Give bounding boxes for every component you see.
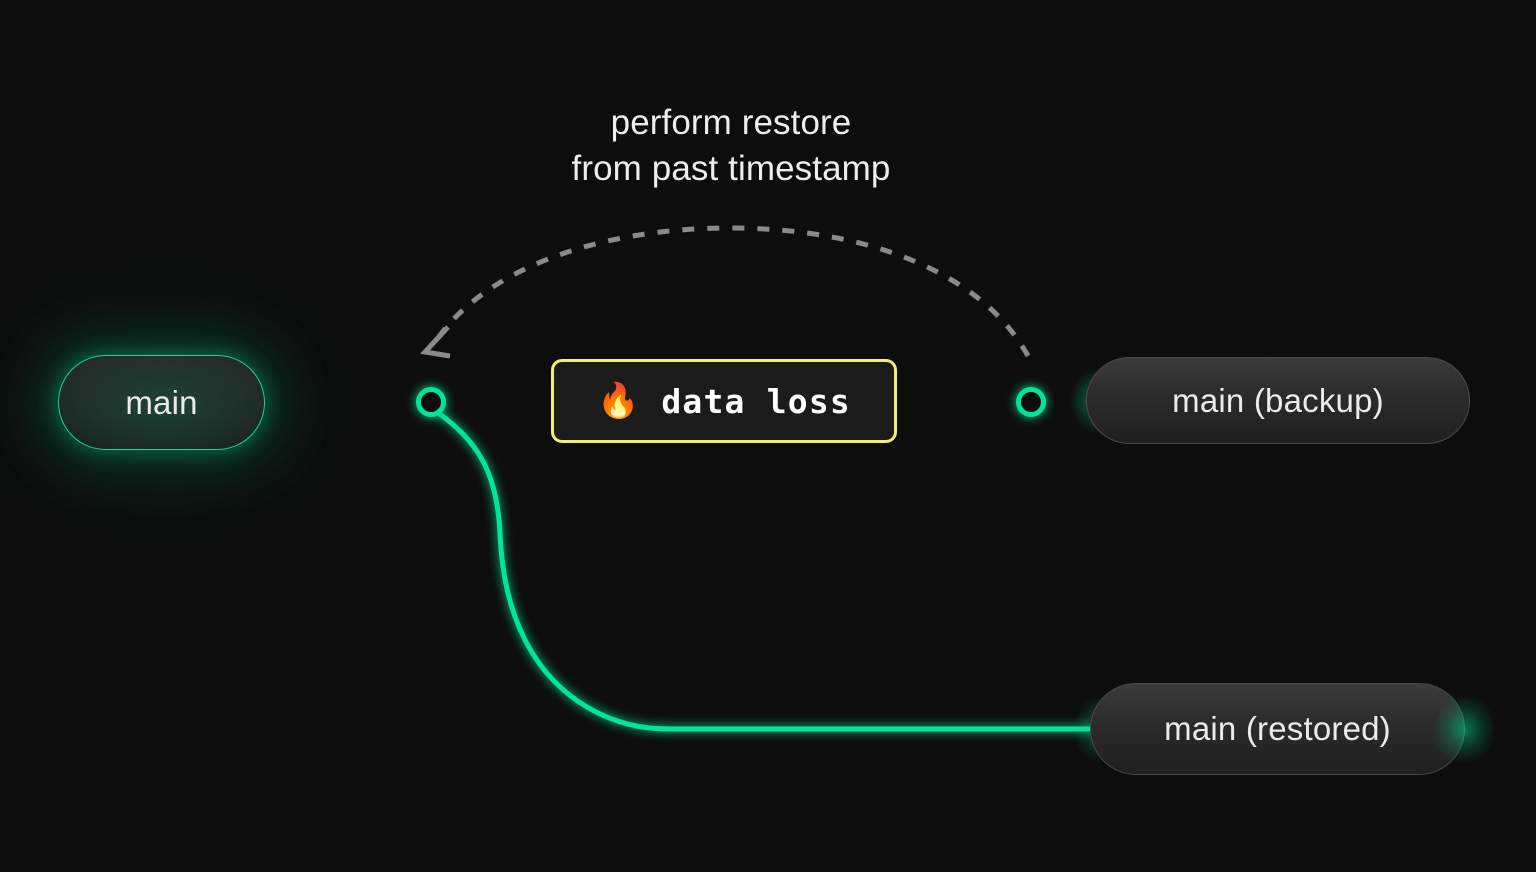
branch-node-backup[interactable]: main (backup) — [1086, 357, 1470, 444]
data-loss-event-box[interactable]: 🔥 data loss — [551, 359, 897, 443]
restore-arrow-path — [429, 225, 1031, 358]
branch-point-circle[interactable] — [416, 387, 446, 417]
branch-node-main-label: main — [125, 383, 198, 421]
branch-node-restored[interactable]: main (restored) — [1090, 683, 1465, 775]
branch-node-restored-label: main (restored) — [1164, 710, 1391, 747]
restore-caption: perform restore from past timestamp — [571, 103, 891, 188]
fire-icon: 🔥 — [597, 381, 640, 421]
backup-point-circle[interactable] — [1016, 387, 1046, 417]
edge-branch-to-restored — [434, 409, 1095, 732]
branch-node-main[interactable]: main — [58, 355, 265, 450]
branch-node-backup-label: main (backup) — [1172, 381, 1384, 419]
restore-arrowhead-icon — [420, 325, 451, 359]
data-loss-label: data loss — [661, 381, 851, 421]
